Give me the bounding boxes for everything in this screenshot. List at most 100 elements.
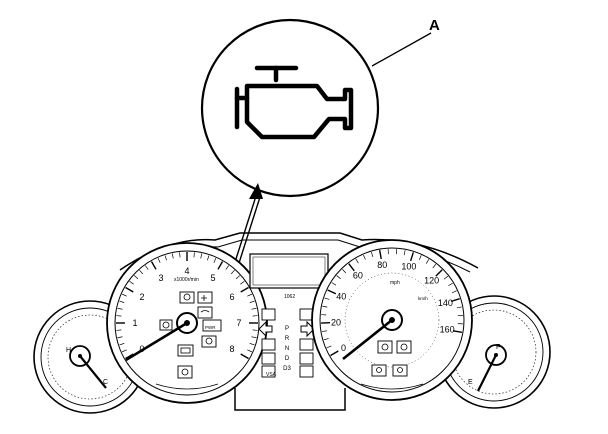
right-turn-arrow xyxy=(300,320,315,338)
lamp-srs xyxy=(177,365,193,379)
speedometer-tick-label: 0 xyxy=(341,343,346,353)
tachometer-tick-marks xyxy=(116,252,258,360)
tachometer-tick-label: 6 xyxy=(230,292,235,302)
tachometer-tick xyxy=(125,353,134,360)
fuel-full-label: F xyxy=(496,344,500,351)
center-indicator-lamps xyxy=(261,308,314,378)
speedometer-tick-label: 40 xyxy=(336,291,346,301)
speedometer-tick-label: 60 xyxy=(353,271,363,281)
tachometer-tick xyxy=(119,343,125,346)
speedometer-tick xyxy=(409,252,415,262)
tachometer-tick-label: 1 xyxy=(132,318,137,328)
speedometer-tick xyxy=(327,289,337,295)
vsa-label: VSA xyxy=(266,372,277,378)
speedometer-tick-label: 120 xyxy=(424,275,439,285)
speedometer-tick xyxy=(336,275,341,279)
tachometer-tick xyxy=(139,270,144,275)
tachometer-tick xyxy=(121,293,127,297)
tachometer-tick-label: 3 xyxy=(158,273,163,283)
speedometer-tick xyxy=(348,263,355,272)
speedo-warning-lamps xyxy=(371,340,412,377)
tachometer-tick xyxy=(235,275,240,280)
turn-signal-arrows xyxy=(258,320,315,338)
tachometer-tick xyxy=(164,255,167,261)
gear-letter: R xyxy=(285,336,290,342)
speedometer-tick xyxy=(326,345,332,349)
tachometer-tick xyxy=(200,253,203,259)
tachometer-tick xyxy=(157,257,161,263)
speedometer-tick xyxy=(456,306,462,309)
tachometer-tick xyxy=(171,253,174,259)
speedometer-tick xyxy=(331,282,337,286)
tachometer-tick xyxy=(144,265,149,270)
tachometer-tick xyxy=(116,315,122,317)
speedometer-tick xyxy=(323,338,329,341)
speedometer-needle xyxy=(342,318,393,361)
speedometer-tick-marks xyxy=(321,249,463,357)
tachometer-tick xyxy=(252,315,258,317)
tachometer-unit-label: x1000r/min xyxy=(174,277,199,283)
tachometer-tick xyxy=(252,329,258,331)
speedometer-tick xyxy=(378,249,382,260)
gear-letter: D xyxy=(285,356,290,362)
tachometer-needle xyxy=(125,321,188,362)
callout-label: A xyxy=(429,17,440,34)
speedometer-tick xyxy=(324,297,330,300)
check-engine-icon xyxy=(234,65,354,140)
tachometer-tick-label: 8 xyxy=(230,344,235,354)
left-turn-arrow xyxy=(258,320,273,338)
speedometer-tick xyxy=(443,275,449,280)
tachometer-tick-label: 5 xyxy=(210,273,215,283)
tachometer-tick xyxy=(207,255,210,261)
speedometer-tick xyxy=(432,263,437,269)
tachometer-tick xyxy=(125,286,134,293)
gear-letter: N xyxy=(285,346,289,352)
tachometer-tick-label: 2 xyxy=(139,292,144,302)
center-lcd-screen xyxy=(249,253,329,289)
tachometer-tick xyxy=(247,349,253,353)
speedometer-tick xyxy=(452,330,463,334)
tachometer-tick xyxy=(121,349,127,353)
tachometer-tick xyxy=(240,353,249,360)
lamp-small-1 xyxy=(159,319,173,331)
tachometer-tick xyxy=(251,307,257,310)
speedometer-tick-label: 140 xyxy=(438,298,453,308)
tachometer-tick xyxy=(119,300,125,303)
lamp-maint-text: PWR xyxy=(205,325,216,330)
lamp-maint xyxy=(202,319,222,332)
tachometer-tick xyxy=(249,300,255,303)
callout-leader-line xyxy=(371,32,432,67)
center-display-text: 1062 xyxy=(284,294,295,300)
tachometer-tick xyxy=(129,280,134,285)
speedometer-tick xyxy=(321,330,327,332)
tachometer-tick xyxy=(249,343,255,346)
tachometer-tick xyxy=(117,307,123,310)
tachometer-tick xyxy=(213,257,217,263)
tachometer-tick xyxy=(225,265,230,270)
lamp-headlight xyxy=(179,291,195,304)
temp-hot-label: H xyxy=(66,347,71,354)
gear-letter: P xyxy=(285,326,289,332)
gear-letter: D3 xyxy=(283,366,291,372)
fuel-gauge-needle xyxy=(477,354,497,392)
speedometer-tick-label: 20 xyxy=(331,317,341,327)
tachometer-tick xyxy=(193,252,195,258)
tachometer-tick-label: 4 xyxy=(184,266,189,276)
lamp-check-engine xyxy=(197,291,213,304)
speedometer-tick xyxy=(330,350,339,357)
speedometer-tick xyxy=(363,254,366,260)
speedometer-tick xyxy=(342,269,347,274)
speedometer-tick xyxy=(425,259,430,264)
tach-warning-lamps xyxy=(159,291,222,379)
tachometer-tick xyxy=(179,252,181,258)
speedometer-tick xyxy=(448,282,453,287)
tachometer-tick xyxy=(134,275,139,280)
tachometer-tick xyxy=(117,336,123,339)
tachometer-tick xyxy=(240,286,249,293)
tachometer-tick xyxy=(251,336,257,339)
speedometer-tick xyxy=(403,250,406,256)
